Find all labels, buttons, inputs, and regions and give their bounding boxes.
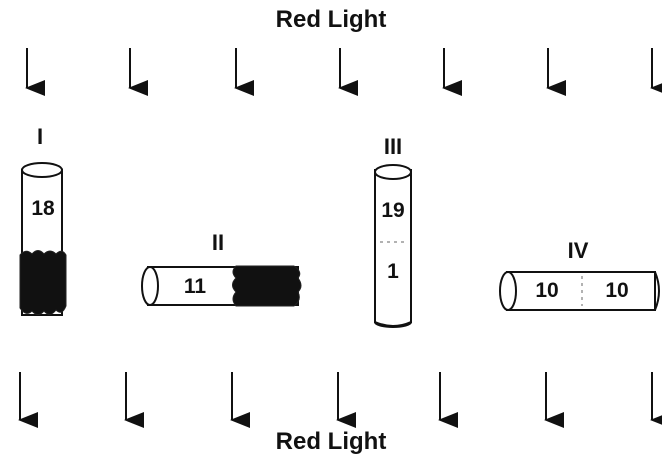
tube-iv-label: IV (567, 238, 589, 263)
tube-ii-count: 11 (183, 275, 207, 298)
tube-iii-label: III (383, 134, 403, 159)
tube-ii-label: II (211, 230, 225, 255)
bottom-light-label: Red Light (275, 428, 387, 455)
tube-iii (373, 164, 413, 328)
top-arrows (25, 48, 662, 96)
tube-i (19, 162, 67, 316)
dark-region (232, 265, 302, 307)
tube-iii-count-top: 19 (381, 199, 405, 222)
tube-iv (499, 271, 660, 311)
tube-i-count: 18 (31, 197, 55, 220)
bottom-arrows (18, 372, 662, 428)
tube-iv-count-left: 10 (535, 279, 559, 302)
dark-region (19, 250, 67, 315)
tube-i-label: I (36, 124, 44, 149)
tube-iv-count-right: 10 (605, 279, 629, 302)
top-light-label: Red Light (275, 6, 387, 33)
tube-iii-count-bottom: 1 (387, 260, 399, 283)
tube-ii (141, 265, 302, 307)
